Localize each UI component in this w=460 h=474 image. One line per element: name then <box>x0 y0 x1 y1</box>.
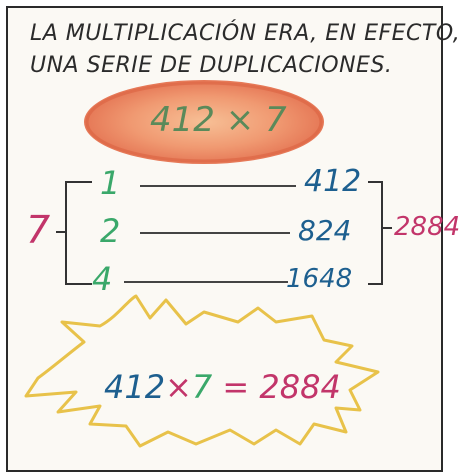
row-3-left: 4 <box>92 260 113 298</box>
row-1-right: 412 <box>304 164 362 199</box>
row-1-left: 1 <box>100 164 121 202</box>
result-starburst <box>24 294 380 448</box>
result-equation: 412×7 = 2884 <box>104 368 341 406</box>
caption: LA MULTIPLICACIÓN ERA, EN EFECTO, UNA SE… <box>30 18 460 82</box>
result-b: 7 <box>191 368 213 406</box>
row-3-right: 1648 <box>286 264 353 294</box>
result-equals: = <box>222 368 250 406</box>
caption-line-2: UNA SERIE DE DUPLICACIONES. <box>30 53 393 78</box>
row-2-right: 824 <box>298 214 352 247</box>
left-bracket <box>56 181 92 285</box>
result-times: × <box>165 368 192 406</box>
multiplier-seven: 7 <box>26 208 51 252</box>
caption-line-1: LA MULTIPLICACIÓN ERA, EN EFECTO, <box>30 21 460 46</box>
row-2-left: 2 <box>100 212 121 250</box>
sum-value: 2884 <box>394 212 460 242</box>
problem-oval <box>84 80 324 164</box>
right-bracket <box>368 181 392 285</box>
illustration <box>24 80 392 448</box>
problem-text: 412 × 7 <box>150 100 287 140</box>
result-a: 412 <box>104 368 166 406</box>
result-value: 2884 <box>259 368 341 406</box>
